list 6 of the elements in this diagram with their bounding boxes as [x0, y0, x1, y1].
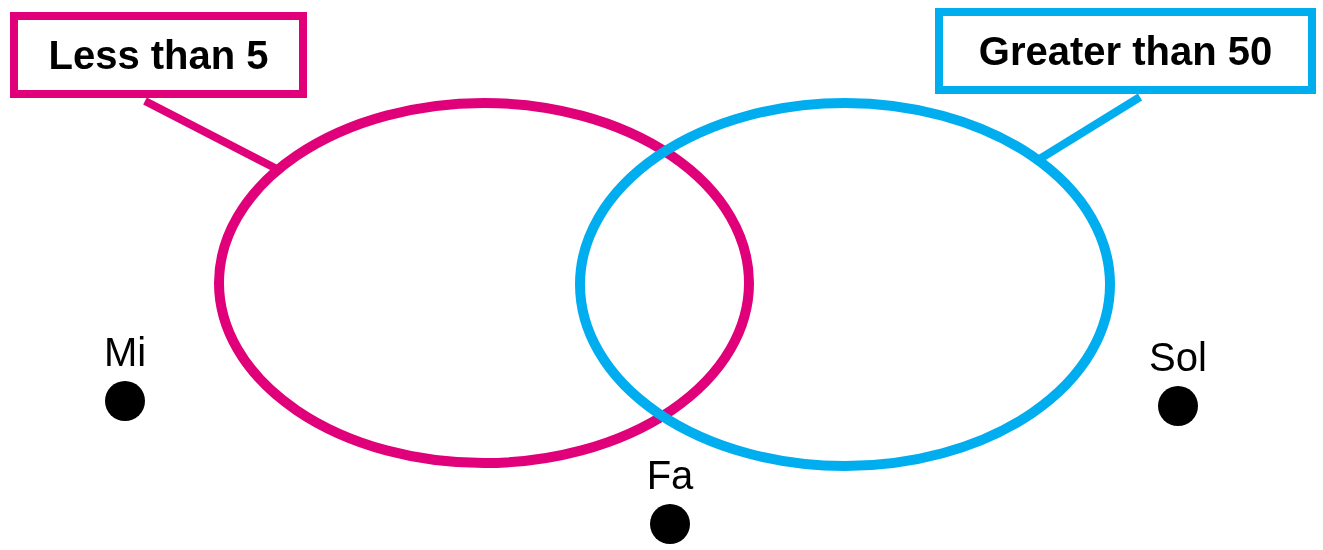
point-label: Sol: [1149, 335, 1207, 380]
label-box: Greater than 50: [935, 8, 1316, 94]
label-box: Less than 5: [10, 12, 307, 98]
point-label: Fa: [646, 453, 694, 498]
point-label: Mi: [103, 330, 147, 375]
leader-line: [143, 97, 277, 172]
